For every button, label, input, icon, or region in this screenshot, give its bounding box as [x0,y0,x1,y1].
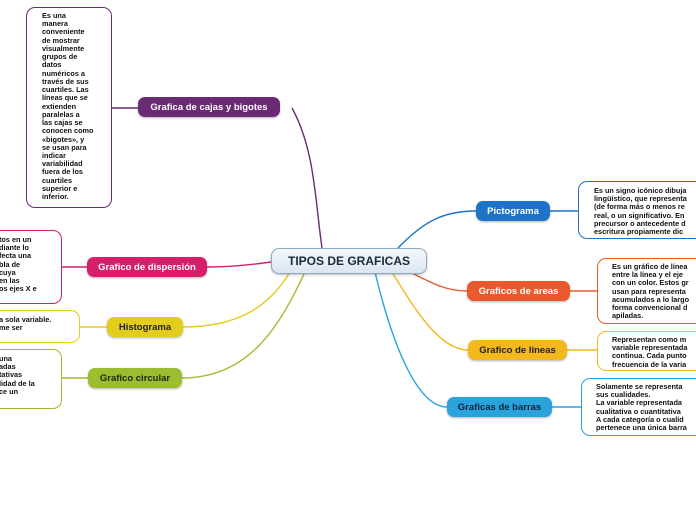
note-line: A cada categoría o cualid [596,414,684,424]
note-line: de mostrar [42,35,80,45]
note-line: sus cualidades. [596,390,651,400]
note-line: me ser [0,323,23,333]
note-line: Es un gráfico de línea [612,262,688,271]
note-line: través de sus [42,76,89,86]
note-line: variable representada [612,343,688,353]
note-line: numéricos a [42,68,85,78]
note-line: manera [42,19,68,29]
central-topic[interactable]: TIPOS DE GRAFICAS [271,248,427,274]
note-line: grupos de [42,52,78,62]
note-line: «bigotes», y [42,134,85,144]
link-pictograma [397,210,477,249]
note-line: extienden [42,101,77,111]
note-line: apiladas. [612,311,644,321]
branch-histograma[interactable]: Histograma [107,317,183,337]
note-line: fecta una [0,251,32,261]
note-line: Solamente se representa [596,382,683,391]
note-line: tos en un [0,235,32,244]
note-line: fuera de los [42,167,83,177]
note-line: visualmente [42,43,85,53]
note-line: usan para representa [612,286,686,296]
note-pictograma[interactable]: Es un signo icónico dibuja lingüístico, … [578,181,696,239]
note-lineas[interactable]: Representan como m variable representada… [597,331,696,371]
note-line: Representan como m [612,335,687,344]
note-histograma[interactable]: a sola variable. me ser [0,310,80,343]
note-line: cuartiles [42,175,73,185]
note-areas[interactable]: Es un gráfico de línea entre la línea y … [597,258,696,324]
note-line: a sola variable. [0,315,52,324]
note-line: Es un signo icónico dibuja [594,186,687,195]
branch-barras[interactable]: Graficas de barras [447,397,552,417]
note-cajas-y-bigotes[interactable]: Es una manera conveniente de mostrar vis… [26,7,112,208]
note-line: Es una [42,11,66,20]
note-line: se usan para [42,142,87,152]
note-line: ce un [0,386,19,396]
note-line: escritura propiamente dic [594,227,684,237]
note-circular[interactable]: una adas tativas lidad de la ce un [0,349,62,409]
note-line: bla de [0,259,21,269]
note-line: entre la línea y el eje [612,270,683,280]
branch-circular[interactable]: Grafico circular [88,368,182,388]
note-line: pertenece una única barra [596,423,687,433]
note-line: una [0,354,12,363]
link-lineas [391,271,469,351]
note-line: superior e [42,183,78,193]
link-circular [181,271,306,379]
note-line: líneas que se [42,93,88,103]
link-areas [409,271,468,292]
note-line: acumulados a lo largo [612,294,690,304]
link-barras [374,271,448,408]
note-line: forma convencional d [612,303,688,313]
note-line: frecuencia de la varia [612,359,687,369]
note-line: continua. Cada punto [612,351,687,361]
note-line: cuartiles. Las [42,85,89,95]
note-line: (de forma más o menos re [594,202,685,212]
note-line: cuya [0,267,16,277]
note-dispersion[interactable]: tos en un diante lo fecta una bla de cuy… [0,230,62,304]
note-line: conveniente [42,27,85,37]
note-barras[interactable]: Solamente se representa sus cualidades. … [581,378,696,436]
link-dispersion [206,261,272,268]
note-line: variabilidad [42,159,83,169]
note-line: las cajas se [42,118,83,128]
note-line: lingüístico, que representa [594,194,687,204]
note-line: La variable representada [596,398,682,408]
branch-cajas-y-bigotes[interactable]: Grafica de cajas y bigotes [138,97,280,117]
note-line: paralelas a [42,109,80,119]
branch-dispersion[interactable]: Grafico de dispersión [87,257,207,277]
note-line: datos [42,60,62,70]
branch-pictograma[interactable]: Pictograma [476,201,550,221]
note-line: cualitativa o cuantitativa [596,406,681,416]
link-histograma [182,271,291,328]
note-line: lidad de la [0,378,35,388]
note-line: adas [0,362,16,372]
note-line: en las [0,276,20,286]
link-cajas [291,107,323,249]
note-line: inferior. [42,192,69,202]
note-line: con un color. Estos gr [612,278,689,288]
note-line: conocen como [42,126,94,136]
branch-areas[interactable]: Graficos de areas [467,281,570,301]
note-line: real, o un significativo. En [594,210,685,220]
note-line: diante lo [0,243,29,253]
note-line: indicar [42,150,66,160]
note-line: tativas [0,370,23,380]
note-line: precursor o antecedente d [594,218,686,228]
branch-lineas[interactable]: Grafico de lineas [468,340,567,360]
note-line: os ejes X e [0,284,37,294]
